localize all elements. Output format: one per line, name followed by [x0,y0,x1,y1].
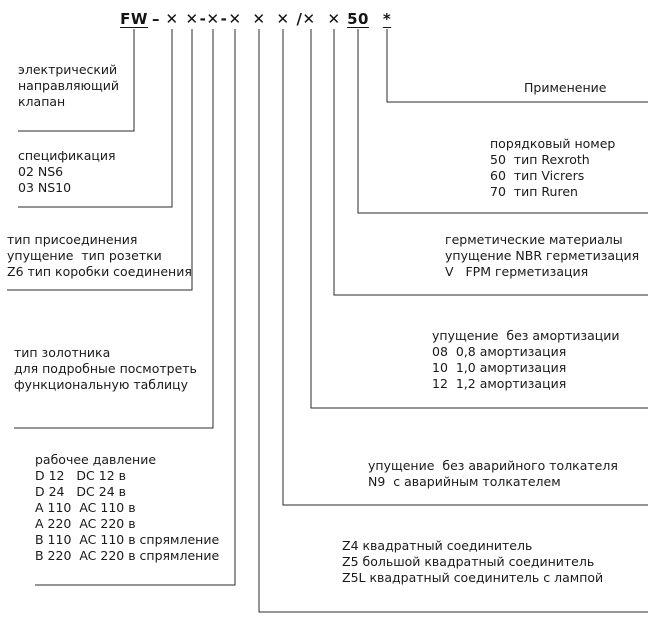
label-valve-type: электрический направляющий клапан [18,62,119,110]
text-line: 02 NS6 [18,164,64,179]
line-x2-to-connection-type [7,29,193,291]
text-line: 50 тип Rexroth [490,152,590,167]
code-serial-50: 50 [347,10,369,28]
code-x-specification: ✕ [165,10,179,28]
line-x4-to-working-pressure [35,29,236,586]
text-line: D 24 DC 24 в [35,484,126,499]
line-star-to-application [386,29,648,103]
text-line: 08 0,8 амортизация [432,344,567,359]
text-line: Z4 квадратный соединитель [342,538,533,553]
code-asterisk-application: * [382,10,392,28]
line-fw-to-valve-type [18,29,135,132]
label-serial-number: порядковый номер 50 тип Rexroth 60 тип V… [490,136,615,200]
line-x1-to-specification [18,29,173,208]
text-line: функциональную таблицу [14,377,189,392]
text-line: 70 тип Ruren [490,184,578,199]
text-line: клапан [18,94,66,109]
label-emergency-push: упущение без аварийного толкателя N9 с а… [368,458,618,490]
code-dash: – [152,10,160,28]
code-x-seal-materials: ✕ [327,10,341,28]
text-line: 10 1,0 амортизация [432,360,567,375]
code-dash: - [199,10,207,28]
text-line: тип золотника [14,345,111,360]
label-spool-type: тип золотника для подробные посмотреть ф… [14,345,197,393]
text-line: N9 с аварийным толкателем [368,474,561,489]
text-line: D 12 DC 12 в [35,468,126,483]
text-line: рабочее давление [35,452,157,467]
text-line: B 220 AC 220 в спрямление [35,548,220,563]
code-x-connector: ✕ [252,10,266,28]
line-x5-to-connector [258,29,648,613]
label-seal-materials: герметические материалы упущение NBR гер… [445,232,639,280]
text-line: 03 NS10 [18,180,72,195]
text-line: герметические материалы [445,232,623,247]
text-line: Z5 большой квадратный соединитель [342,554,595,569]
text-line: электрический [18,62,118,77]
text-line: A 110 AC 110 в [35,500,136,515]
text-line: порядковый номер [490,136,616,151]
text-line: V FPM герметизация [445,264,589,279]
code-prefix-fw: FW [120,10,148,28]
text-line: тип присоединения [7,232,138,247]
code-x-spool-type: ✕ [206,10,220,28]
label-application: Применение [524,80,606,96]
text-line: Z6 тип коробки соединения [7,264,192,279]
line-x8-to-seal-materials [333,29,648,296]
text-line: Применение [524,80,607,95]
text-line: B 110 AC 110 в спрямление [35,532,220,547]
code-dash: - [220,10,228,28]
label-specification: спецификация 02 NS6 03 NS10 [18,148,116,196]
label-connection-type: тип присоединения упущение тип розетки Z… [7,232,192,280]
code-x-connection-type: ✕ [185,10,199,28]
line-x3-to-spool-type [14,29,214,429]
text-line: для подробные посмотреть [14,361,197,376]
code-x-damping: /✕ [296,10,316,28]
line-x7-to-damping [310,29,648,409]
line-x6-to-emergency-push [282,29,648,506]
text-line: 12 1,2 амортизация [432,376,567,391]
label-damping: упущение без амортизации 08 0,8 амортиза… [432,328,620,392]
text-line: упущение NBR герметизация [445,248,640,263]
text-line: упущение тип розетки [7,248,162,263]
text-line: упущение без аварийного толкателя [368,458,618,473]
text-line: спецификация [18,148,116,163]
text-line: направляющий [18,78,120,93]
code-x-working-pressure: ✕ [228,10,242,28]
label-connector: Z4 квадратный соединитель Z5 большой ква… [342,538,603,586]
text-line: упущение без амортизации [432,328,620,343]
text-line: Z5L квадратный соединитель с лампой [342,570,604,585]
line-50-to-serial-number [357,29,648,214]
code-x-emergency-push: ✕ [276,10,290,28]
text-line: 60 тип Vicrers [490,168,585,183]
label-working-pressure: рабочее давление D 12 DC 12 в D 24 DC 24… [35,452,219,564]
text-line: A 220 AC 220 в [35,516,136,531]
